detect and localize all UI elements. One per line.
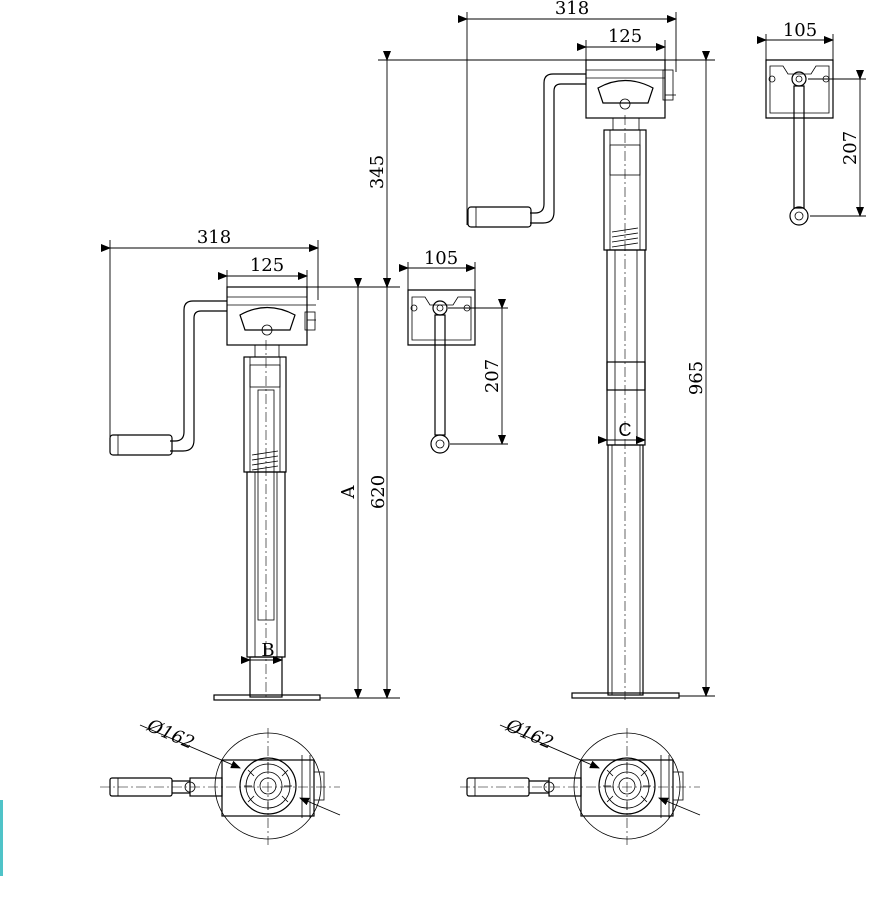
left-side-view: 105 207	[399, 248, 508, 454]
left-outer-tube	[243, 356, 287, 473]
right-c-label: C	[619, 420, 632, 440]
right-foot-plate	[571, 692, 680, 699]
right-side-view: 105 207	[757, 20, 866, 226]
left-width-dimension: 318	[101, 227, 319, 452]
left-width-label: 318	[197, 227, 231, 248]
left-diameter-label: Ø162	[143, 715, 197, 754]
left-top-dimension: 125	[218, 255, 308, 290]
right-width-dimension: 318	[458, 0, 677, 225]
left-inner-tube	[246, 340, 286, 700]
offset-dimension: 345	[367, 51, 590, 288]
right-width-label: 318	[555, 0, 589, 19]
left-height-dimension: A 620	[307, 278, 400, 699]
right-top-label: 125	[608, 26, 642, 47]
left-jack: 318 125	[101, 227, 400, 701]
left-top-view: Ø162	[100, 715, 341, 845]
right-jack: 318 125	[458, 0, 715, 700]
right-top-view: Ø162	[460, 715, 701, 845]
accent-bar	[0, 800, 3, 876]
right-inner-tube	[606, 115, 646, 700]
offset-label: 345	[367, 155, 388, 189]
left-b-dimension: B	[241, 640, 283, 664]
left-foot-plate	[213, 694, 321, 701]
left-total-label: 620	[368, 475, 389, 509]
right-total-label: 965	[686, 361, 707, 395]
right-crank-handle	[467, 73, 586, 228]
right-jack-head	[585, 59, 676, 131]
right-side-height-label: 207	[840, 131, 861, 165]
right-top-dimension: 125	[577, 26, 666, 62]
left-jack-head	[226, 286, 316, 358]
left-crank-handle	[109, 300, 227, 456]
left-top-label: 125	[250, 255, 284, 276]
left-side-width-label: 105	[424, 248, 458, 269]
right-side-width-label: 105	[783, 20, 817, 41]
right-diameter-label: Ø162	[502, 715, 556, 754]
right-height-dimension: 965	[665, 51, 715, 697]
left-a-label: A	[338, 485, 359, 500]
right-c-dimension: C	[598, 420, 646, 444]
left-b-label: B	[261, 640, 274, 661]
left-side-height-label: 207	[482, 359, 503, 393]
